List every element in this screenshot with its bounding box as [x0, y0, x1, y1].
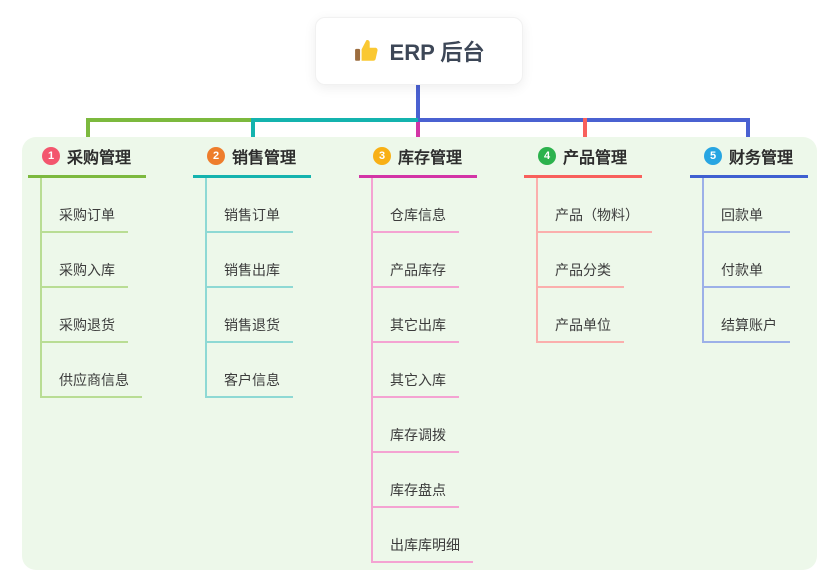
- branch-children: 回款单付款单结算账户: [702, 178, 810, 343]
- child-item[interactable]: 仓库信息: [373, 178, 459, 233]
- branch-header-purchase[interactable]: 1 采购管理: [28, 143, 146, 178]
- branch-title: 采购管理: [67, 150, 132, 167]
- child-item[interactable]: 采购订单: [42, 178, 128, 233]
- branch-children: 仓库信息产品库存其它出库其它入库库存调拨库存盘点出库库明细: [371, 178, 479, 563]
- branch-product: 4 产品管理 产品（物料）产品分类产品单位: [524, 143, 652, 343]
- child-item[interactable]: 客户信息: [207, 343, 293, 398]
- child-item[interactable]: 采购入库: [42, 233, 128, 288]
- branch-header-sales[interactable]: 2 销售管理: [193, 143, 311, 178]
- child-item[interactable]: 产品库存: [373, 233, 459, 288]
- branch-children: 采购订单采购入库采购退货供应商信息: [40, 178, 148, 398]
- connector-drop-inventory: [416, 122, 420, 150]
- child-item[interactable]: 采购退货: [42, 288, 128, 343]
- branch-number-badge: 3: [373, 147, 391, 165]
- child-item[interactable]: 销售退货: [207, 288, 293, 343]
- branch-header-inventory[interactable]: 3 库存管理: [359, 143, 477, 178]
- root-node-label: ERP 后台: [389, 40, 485, 65]
- branch-title: 财务管理: [729, 150, 794, 167]
- connector-drop-purchase: [86, 118, 90, 145]
- branch-title: 产品管理: [563, 150, 628, 167]
- child-item[interactable]: 回款单: [704, 178, 790, 233]
- branch-number-badge: 5: [704, 147, 722, 165]
- child-item[interactable]: 产品单位: [538, 288, 624, 343]
- child-item[interactable]: 库存调拨: [373, 398, 459, 453]
- branch-sales: 2 销售管理 销售订单销售出库销售退货客户信息: [193, 143, 313, 398]
- branch-number-badge: 4: [538, 147, 556, 165]
- branch-number-badge: 2: [207, 147, 225, 165]
- connector-bus-sales: [254, 118, 418, 122]
- branch-title: 销售管理: [232, 150, 297, 167]
- branch-title: 库存管理: [398, 150, 463, 167]
- branch-children: 产品（物料）产品分类产品单位: [536, 178, 652, 343]
- branch-children: 销售订单销售出库销售退货客户信息: [205, 178, 313, 398]
- branch-finance: 5 财务管理 回款单付款单结算账户: [690, 143, 810, 343]
- branch-number-badge: 1: [42, 147, 60, 165]
- child-item[interactable]: 库存盘点: [373, 453, 459, 508]
- child-item[interactable]: 结算账户: [704, 288, 790, 343]
- child-item[interactable]: 付款单: [704, 233, 790, 288]
- child-item[interactable]: 销售订单: [207, 178, 293, 233]
- connector-bus-purchase: [86, 118, 254, 122]
- connector-drop-finance: [746, 118, 750, 147]
- connector-drop-sales: [251, 118, 255, 145]
- branch-header-product[interactable]: 4 产品管理: [524, 143, 642, 178]
- child-item[interactable]: 产品分类: [538, 233, 624, 288]
- root-node-erp[interactable]: ERP 后台: [315, 17, 523, 85]
- child-item[interactable]: 供应商信息: [42, 343, 142, 398]
- child-item[interactable]: 产品（物料）: [538, 178, 652, 233]
- connector-drop-product: [583, 118, 587, 145]
- child-item[interactable]: 销售出库: [207, 233, 293, 288]
- child-item[interactable]: 其它入库: [373, 343, 459, 398]
- child-item[interactable]: 其它出库: [373, 288, 459, 343]
- branch-header-finance[interactable]: 5 财务管理: [690, 143, 808, 178]
- branch-inventory: 3 库存管理 仓库信息产品库存其它出库其它入库库存调拨库存盘点出库库明细: [359, 143, 479, 563]
- branch-purchase: 1 采购管理 采购订单采购入库采购退货供应商信息: [28, 143, 148, 398]
- connector-root-trunk: [416, 85, 420, 120]
- branches-panel: [22, 137, 817, 570]
- thumbs-up-icon: [354, 38, 380, 64]
- child-item[interactable]: 出库库明细: [373, 508, 473, 563]
